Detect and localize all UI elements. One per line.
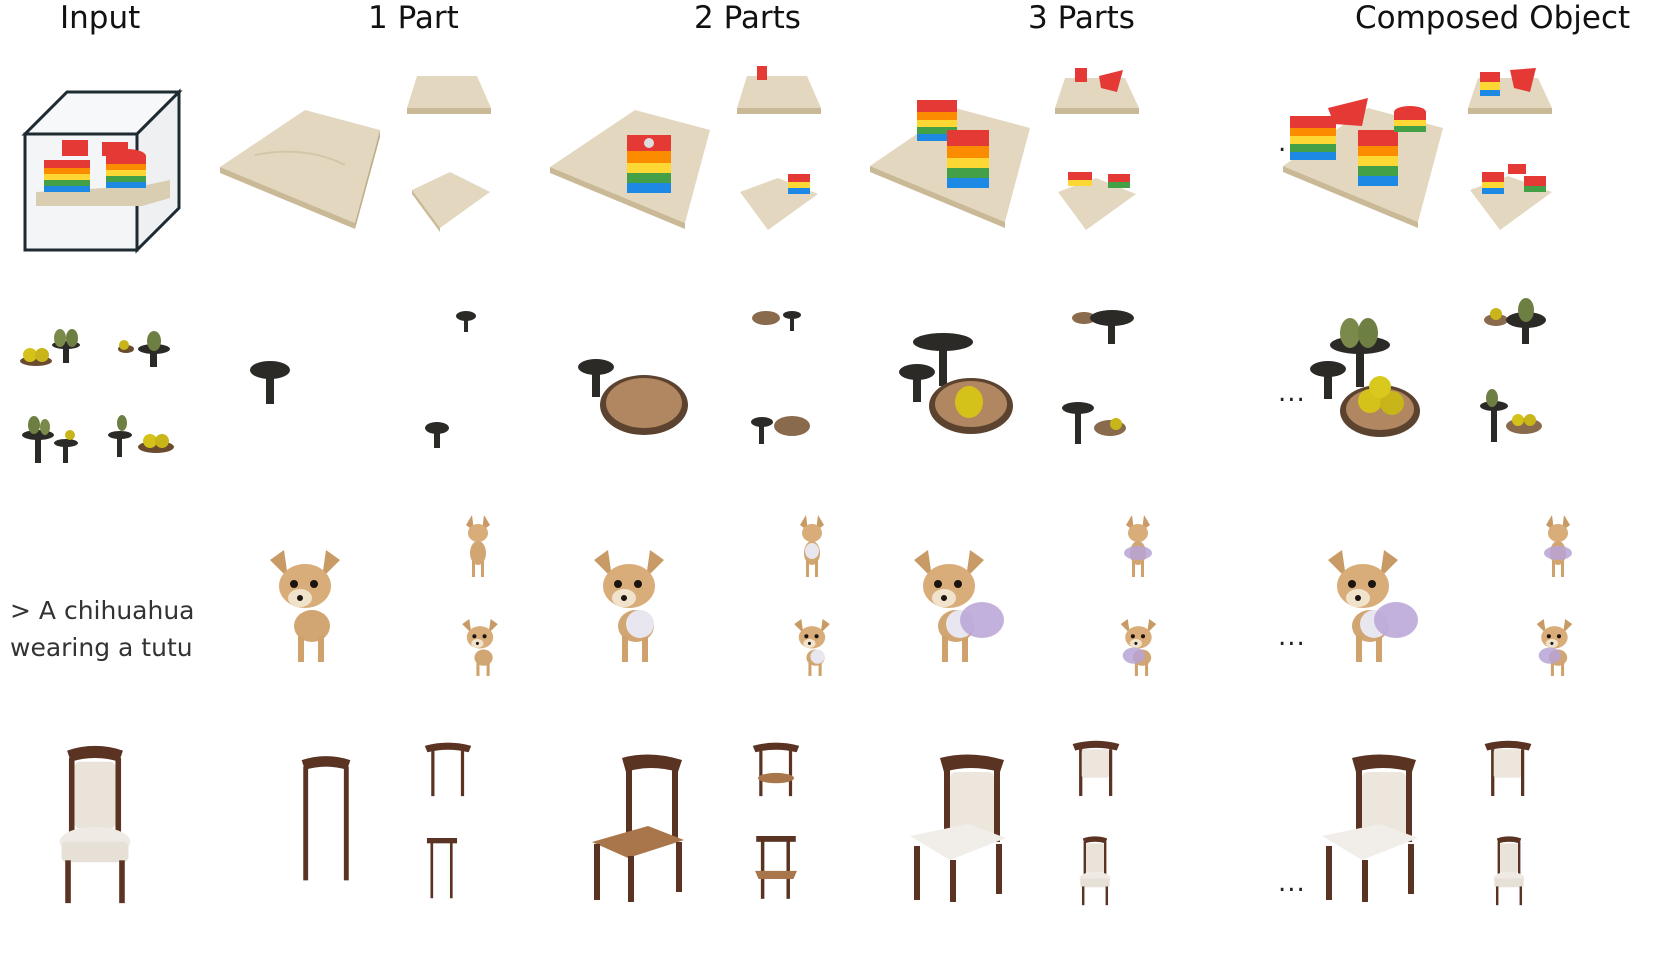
prompt-line-2: wearing a tutu xyxy=(10,633,193,662)
row1-composed-view-bottom xyxy=(1470,164,1552,230)
row1-part1-board xyxy=(220,110,380,229)
row1-part1-view-bottom xyxy=(412,172,490,232)
row2-part2-pedestal-bowl xyxy=(578,359,688,435)
row2-part3-view-top xyxy=(1072,310,1134,344)
row4-part1-chair-frame xyxy=(301,756,351,881)
header-3-parts: 3 Parts xyxy=(1028,0,1135,36)
header-1-part: 1 Part xyxy=(368,0,459,36)
row3-part1-view-top xyxy=(466,515,490,577)
row1-part2-view-top xyxy=(737,66,821,114)
row3-composed-view-top xyxy=(1544,515,1572,577)
row1-part2-board-block xyxy=(550,110,710,229)
row4-part2-chair-seat xyxy=(592,754,684,902)
header-composed-object: Composed Object xyxy=(1355,0,1631,36)
row1-part2-view-bottom xyxy=(740,174,818,230)
row3-composed-chihuahua xyxy=(1328,550,1418,662)
row1-composed-object xyxy=(1283,98,1443,228)
header-2-parts: 2 Parts xyxy=(694,0,801,36)
row4-composed-chair xyxy=(1322,754,1418,902)
ellipsis-row-4: ... xyxy=(1278,868,1306,898)
ellipsis-row-3: ... xyxy=(1278,622,1306,652)
row3-part3-chihuahua-tutu xyxy=(914,550,1004,662)
row1-part1-view-top xyxy=(407,76,491,114)
row2-part3-pedestals-bowl-pear xyxy=(899,333,1013,434)
row1-part3-view-top xyxy=(1055,68,1139,114)
row4-part2-view-bottom xyxy=(755,836,797,899)
row4-part1-view-top xyxy=(424,742,472,797)
row2-part2-view-top xyxy=(752,311,801,331)
row4-part3-view-bottom xyxy=(1079,836,1111,906)
input-text-prompt: > A chihuahua wearing a tutu xyxy=(10,592,195,666)
row4-composed-view-top xyxy=(1484,740,1532,796)
row2-composed-view-top xyxy=(1484,298,1546,344)
row4-part3-chair-cushion xyxy=(910,754,1006,902)
row2-composed-view-bottom xyxy=(1480,389,1542,442)
row2-part2-view-bottom xyxy=(751,416,810,444)
row3-part1-chihuahua xyxy=(270,550,340,662)
row2-part1-view-top xyxy=(456,311,476,332)
header-input: Input xyxy=(60,0,141,36)
row3-part3-view-bottom xyxy=(1120,619,1157,676)
row3-composed-view-bottom xyxy=(1536,619,1573,676)
row2-part1-view-bottom xyxy=(425,422,449,448)
ellipsis-row-2: ... xyxy=(1278,378,1306,408)
row4-part3-view-top xyxy=(1072,740,1120,796)
row2-part1-pedestal xyxy=(250,361,290,404)
row4-part1-view-bottom xyxy=(426,838,458,899)
row3-part2-view-top xyxy=(800,515,824,577)
row3-part3-view-top xyxy=(1124,515,1152,577)
row4-composed-view-bottom xyxy=(1493,836,1525,906)
row3-part2-view-bottom xyxy=(794,619,830,676)
row4-part2-view-top xyxy=(752,742,800,797)
input-chair-image xyxy=(59,745,131,904)
row1-part3-view-bottom xyxy=(1058,172,1136,230)
prompt-line-1: > A chihuahua xyxy=(10,596,195,625)
row2-composed-object xyxy=(1310,318,1420,437)
row1-composed-view-top xyxy=(1468,68,1552,114)
row3-part2-chihuahua-shirt xyxy=(594,550,664,662)
input-fruit-bowls-multiview xyxy=(20,329,174,463)
row1-part3-board-blocks xyxy=(870,100,1030,228)
row2-part3-view-bottom xyxy=(1062,402,1126,444)
row3-part1-view-bottom xyxy=(462,619,498,676)
input-cube-with-toy xyxy=(21,88,183,254)
